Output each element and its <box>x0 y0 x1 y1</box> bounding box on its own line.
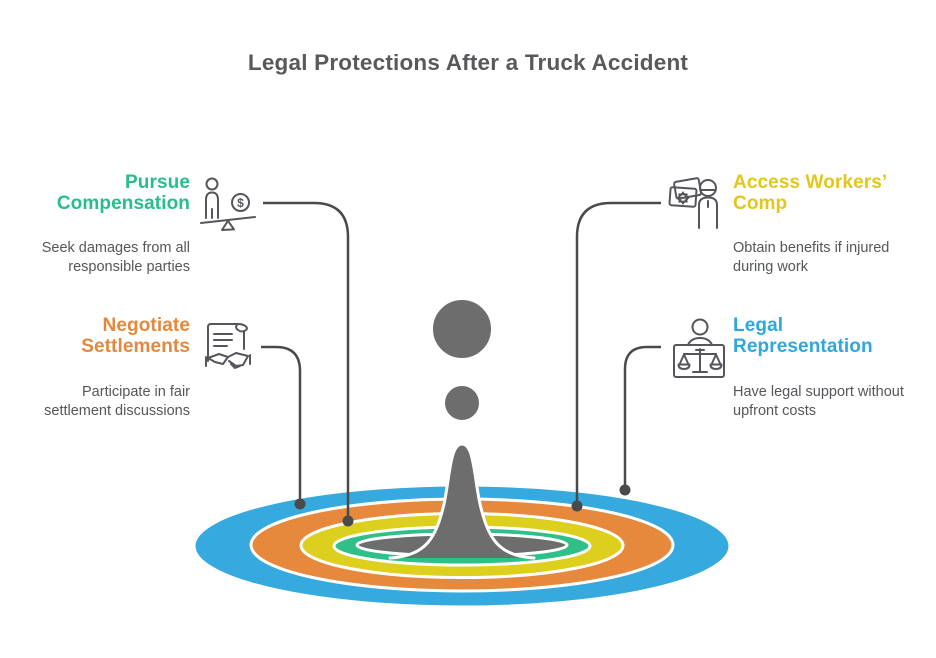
section-description: Have legal support without upfront costs <box>733 384 904 419</box>
lawyer-scales-desk-icon <box>673 318 725 378</box>
section-access-workers-comp: Access Workers’ Comp <box>733 172 923 214</box>
section-heading: Pursue Compensation <box>56 172 190 214</box>
dot-orange-ring <box>294 498 306 510</box>
connector-negotiate-settlements <box>261 345 302 503</box>
section-negotiate-settlements: Negotiate Settlements <box>10 315 190 357</box>
connector-legal-representation <box>623 345 661 489</box>
settlement-document-handshake-icon <box>205 323 251 369</box>
balance-person-money-icon: $ <box>200 177 256 231</box>
section-heading: Access Workers’ Comp <box>733 172 887 214</box>
section-description: Seek damages from all responsible partie… <box>41 240 190 275</box>
water-droplet-large <box>430 297 494 361</box>
section-heading: Legal Representation <box>733 315 873 357</box>
dot-blue-ring <box>619 484 631 496</box>
section-pursue-compensation: Pursue Compensation <box>10 172 190 214</box>
dot-green-ring <box>342 515 354 527</box>
connectors <box>261 201 661 519</box>
connector-pursue-compensation <box>263 201 350 519</box>
svg-text:$: $ <box>237 196 244 210</box>
water-droplet-small <box>442 383 482 423</box>
splash-column <box>388 442 536 560</box>
dot-yellow-ring <box>571 500 583 512</box>
connector-access-workers-comp <box>575 201 661 505</box>
section-description: Participate in fair settlement discussio… <box>44 384 190 419</box>
worker-id-cards-icon <box>668 177 718 229</box>
section-description: Obtain benefits if injured during work <box>733 240 890 275</box>
section-legal-representation: Legal Representation <box>733 315 913 357</box>
connector-dots <box>294 484 631 527</box>
page-title: Legal Protections After a Truck Accident <box>247 50 689 75</box>
section-heading: Negotiate Settlements <box>81 315 190 357</box>
